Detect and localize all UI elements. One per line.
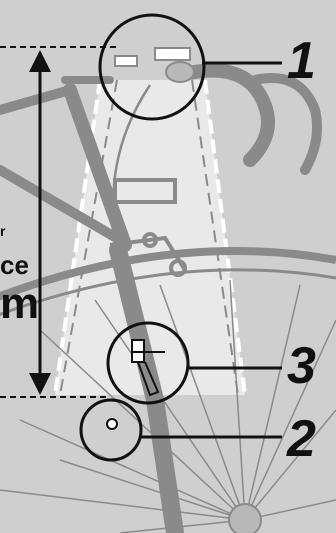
callout-number-1: 1	[287, 32, 316, 90]
display-unit-2	[154, 47, 191, 61]
shift-lever	[250, 73, 322, 175]
callout-number-2: 2	[287, 410, 316, 468]
spoke-magnet-icon	[106, 418, 118, 430]
brake-caliper	[109, 232, 187, 277]
wheel-hub	[228, 503, 262, 533]
brake-cable	[112, 84, 152, 251]
dimension-arrow-top	[29, 50, 51, 72]
callout-number-3: 3	[287, 337, 316, 395]
side-label-middle: ce	[0, 250, 29, 280]
cone-inner-right	[191, 79, 239, 396]
tire	[0, 247, 336, 301]
mount-knob	[165, 61, 195, 83]
cone-inner-left	[59, 79, 118, 396]
fork-blade	[109, 241, 184, 533]
callout-circle-2	[79, 398, 143, 462]
speed-sensor-icon	[131, 339, 165, 397]
callout-circle-1	[98, 13, 206, 121]
side-label-top: r	[0, 223, 6, 239]
rim	[0, 268, 336, 316]
callout-circle-3	[106, 321, 190, 405]
cone-edge-right	[203, 79, 247, 396]
stem-bracket	[113, 178, 177, 204]
side-label-unit: m	[0, 279, 40, 328]
display-unit-1	[114, 55, 138, 67]
dimension-arrow-bottom	[29, 373, 51, 395]
handlebar	[173, 63, 275, 167]
